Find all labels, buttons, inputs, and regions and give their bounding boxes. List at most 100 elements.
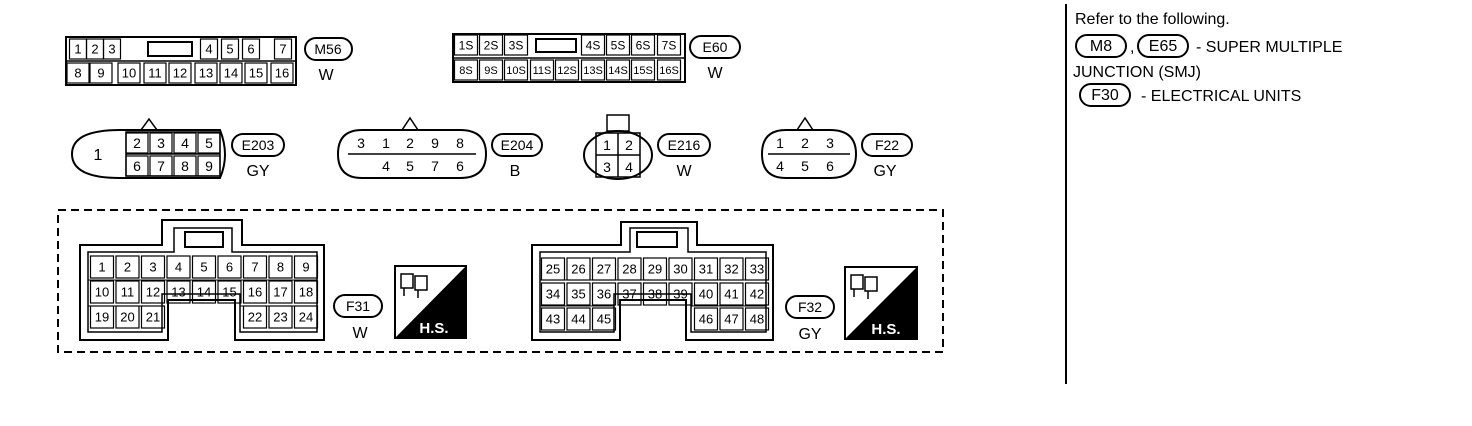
pin-cell — [719, 282, 744, 306]
pin-label: 7 — [157, 158, 165, 174]
pin-cell — [219, 62, 243, 84]
pin-label: 4 — [181, 135, 189, 151]
pin-cell — [242, 280, 268, 304]
pin-cell — [115, 305, 140, 329]
pin-cell — [166, 280, 191, 304]
pin-label: 19 — [95, 310, 109, 325]
pin-cell — [217, 280, 242, 304]
f32-hs-label: H.S. — [871, 321, 900, 338]
pin-label: 2 — [91, 42, 98, 57]
pin-cell — [591, 282, 617, 306]
pin-cell — [140, 280, 166, 304]
pin-label: 3 — [149, 260, 156, 275]
m56-tag: M56 — [314, 41, 341, 57]
pin-cell — [642, 282, 668, 306]
pin-cell — [293, 255, 319, 279]
pin-label: 44 — [571, 312, 585, 327]
pin-label: 6 — [226, 260, 233, 275]
pin-cell — [617, 257, 642, 281]
pin-label: 20 — [120, 310, 134, 325]
pin-label: 7S — [662, 38, 677, 52]
pin-cell — [591, 307, 617, 331]
e203-color: GY — [246, 163, 269, 180]
pin-label: 9S — [484, 65, 497, 77]
pin-label: 9 — [205, 158, 213, 174]
pin-label: 16 — [275, 66, 289, 81]
pin-cell — [102, 38, 122, 60]
pin-label: 5 — [406, 158, 414, 174]
pin-cell — [630, 59, 656, 81]
pin-label: 2 — [133, 135, 141, 151]
harness-side-icon: H.S. — [844, 266, 918, 340]
pin-label: 2S — [484, 38, 499, 52]
ref-smj-text-cont: JUNCTION (SMJ) — [1073, 64, 1201, 81]
pin-cell — [744, 257, 770, 281]
pin-label: 5 — [205, 135, 213, 151]
ref-smj-text: - SUPER MULTIPLE — [1196, 39, 1342, 56]
pin-cell — [478, 59, 504, 81]
pin-cell — [117, 62, 141, 84]
ref-tag-m8: M8 — [1090, 38, 1112, 55]
pin-label: 5 — [801, 158, 809, 174]
pin-cell — [197, 155, 221, 177]
pin-label: 14 — [224, 66, 238, 81]
pin-label: 8 — [277, 260, 284, 275]
pin-label: 10S — [506, 65, 526, 77]
pin-cell — [191, 280, 217, 304]
pin-label: 1 — [74, 42, 81, 57]
pin-cell — [194, 62, 218, 84]
pin-label: 25 — [546, 262, 560, 277]
pin-label: 6 — [456, 158, 464, 174]
pin-label: 4 — [382, 158, 390, 174]
pin-label: 14 — [197, 285, 211, 300]
m56-color: W — [318, 67, 334, 84]
pin-label: 6 — [247, 42, 254, 57]
e216-tag: E216 — [668, 137, 701, 153]
pin-label: 27 — [597, 262, 611, 277]
pin-label: 37 — [622, 287, 636, 302]
pin-cell — [268, 305, 293, 329]
pin-cell — [566, 307, 591, 331]
pin-cell — [199, 38, 219, 60]
f32-color: GY — [798, 326, 821, 343]
pin-cell — [566, 257, 591, 281]
pin-cell — [115, 280, 140, 304]
pin-cell — [149, 132, 173, 154]
pin-cell — [656, 59, 682, 81]
pin-label: 9 — [302, 260, 309, 275]
pin-label: 8 — [456, 135, 464, 151]
e60-tag: E60 — [703, 39, 728, 55]
pin-label: 4 — [625, 159, 633, 175]
pin-cell — [529, 59, 555, 81]
pin-label: 36 — [597, 287, 611, 302]
f31-tag: F31 — [346, 298, 370, 314]
pin-label: 9 — [97, 66, 104, 81]
pin-cell — [242, 305, 268, 329]
pin-cell — [143, 62, 167, 84]
pin-cell — [140, 305, 166, 329]
pin-label: 45 — [597, 312, 611, 327]
e60-color: W — [707, 65, 723, 82]
pin-label: 24 — [299, 310, 313, 325]
pin-cell — [478, 34, 504, 56]
pin-label: 41 — [724, 287, 738, 302]
pin-label: 3 — [826, 135, 834, 151]
pin-cell — [125, 132, 149, 154]
pin-cell — [693, 257, 719, 281]
pin-label: 23 — [273, 310, 287, 325]
pin-label: 46 — [699, 312, 713, 327]
pin-label: 4S — [586, 38, 601, 52]
pin-cell — [125, 155, 149, 177]
